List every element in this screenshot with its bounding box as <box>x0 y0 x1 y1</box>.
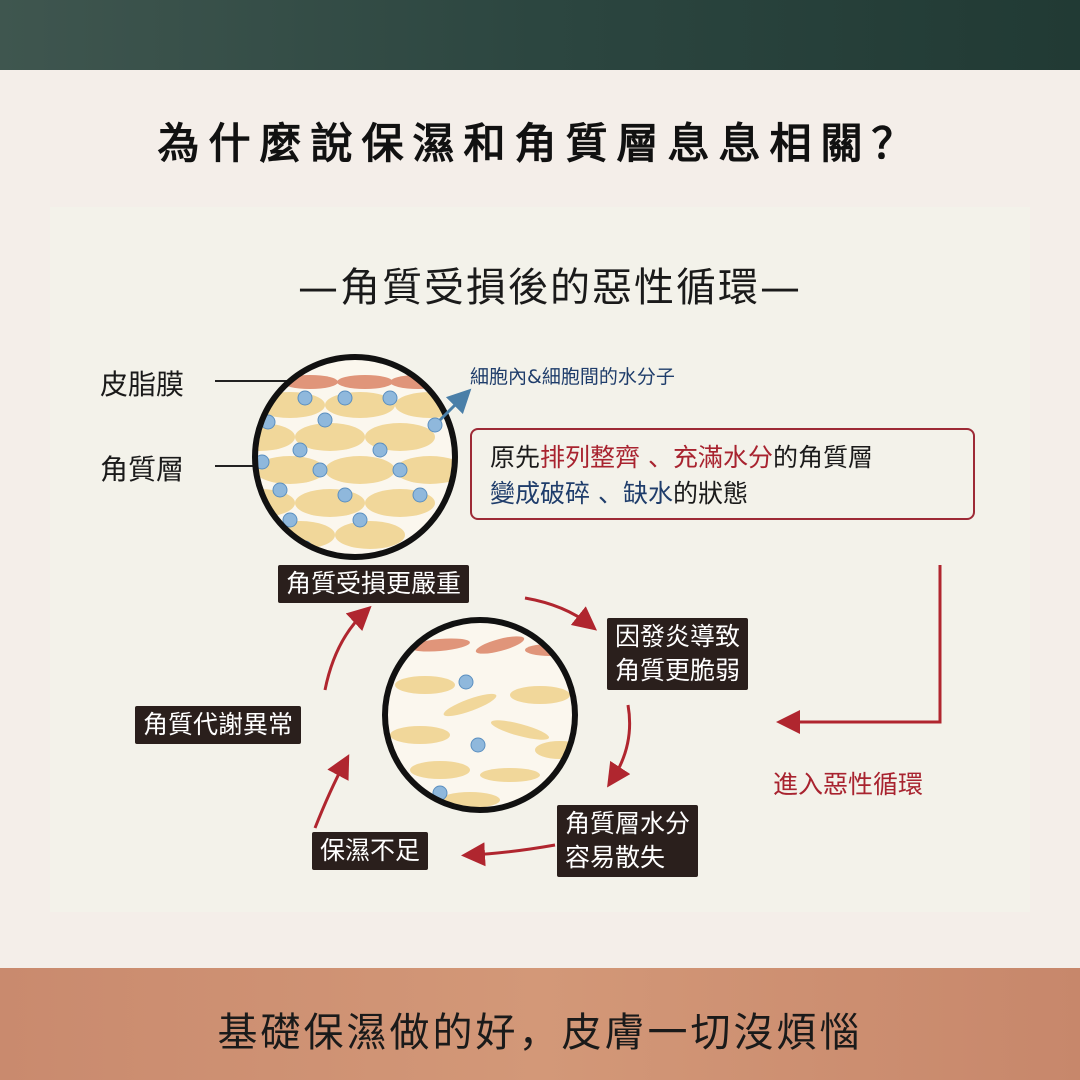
top-decorative-band <box>0 0 1080 70</box>
water-molecule-arrow <box>438 388 472 422</box>
explanation-line: 變成破碎 、缺水的狀態 <box>490 476 955 512</box>
label-sebum: 皮脂膜 <box>100 368 185 401</box>
box-text: 原先 <box>490 443 541 472</box>
enter-cycle-arrow <box>776 565 942 734</box>
cycle-arrow <box>313 754 350 829</box>
diagram-photo <box>50 207 1030 912</box>
cycle-arrow <box>607 704 632 788</box>
damaged-skin-cells <box>385 620 575 810</box>
cycle-arrow <box>461 842 556 867</box>
explanation-line: 原先排列整齊 、充滿水分的角質層 <box>490 440 955 476</box>
cycle-step: 保濕不足 <box>312 832 429 870</box>
healthy-skin-cells <box>255 357 455 557</box>
water-molecule-note: 細胞內&細胞間的水分子 <box>470 366 675 388</box>
footer-slogan: 基礎保濕做的好，皮膚一切沒煩惱 <box>217 1010 863 1056</box>
bottom-decorative-band <box>0 968 1080 1080</box>
label-stratum-corneum: 角質層 <box>100 453 185 486</box>
box-text: 的角質層 <box>772 443 873 472</box>
cycle-arrow <box>323 605 372 691</box>
explanation-box: 原先排列整齊 、充滿水分的角質層 變成破碎 、缺水的狀態 <box>470 428 975 520</box>
box-text: 的狀態 <box>672 479 748 508</box>
diagram-heading: —角質受損後的惡性循環— <box>298 265 802 311</box>
box-highlight: 排列整齊 、充滿水分 <box>540 443 773 472</box>
cycle-step: 角質代謝異常 <box>135 706 302 744</box>
box-highlight: 變成破碎 、缺水 <box>490 479 673 508</box>
damaged-skin-circle <box>382 617 578 813</box>
enter-cycle-label: 進入惡性循環 <box>773 770 924 799</box>
cycle-step: 角質受損更嚴重 <box>278 565 470 603</box>
page-title: 為什麼說保濕和角質層息息相關？ <box>157 119 923 168</box>
healthy-skin-circle <box>252 354 458 560</box>
cycle-step: 角質層水分 容易散失 <box>557 805 699 877</box>
cycle-arrows <box>313 565 942 867</box>
cycle-arrow <box>524 596 598 631</box>
cycle-step: 因發炎導致 角質更脆弱 <box>607 618 749 690</box>
